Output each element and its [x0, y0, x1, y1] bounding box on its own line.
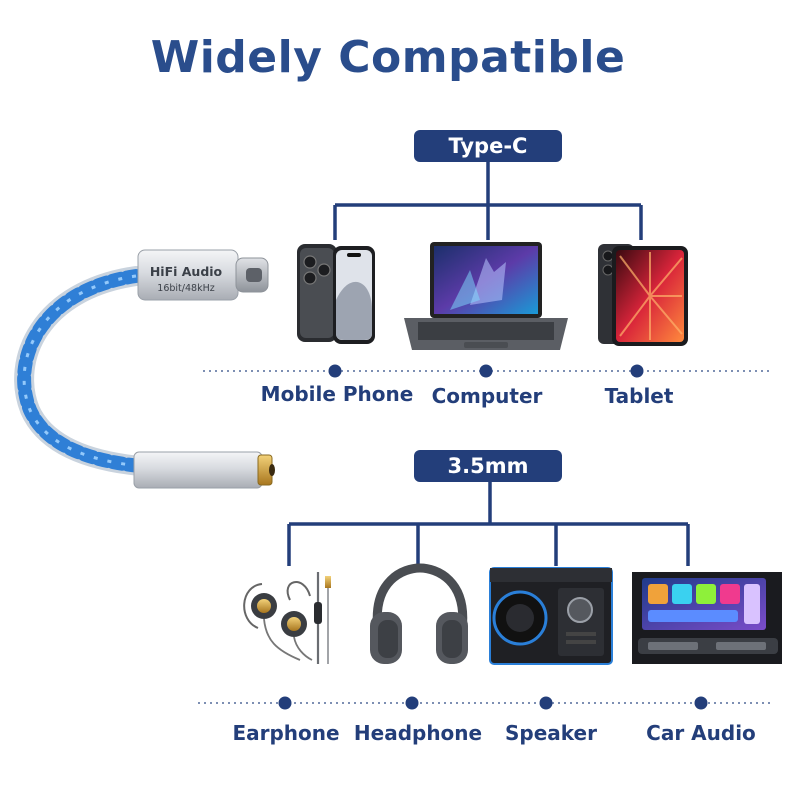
label-speaker: Speaker — [505, 721, 597, 745]
laptop-icon — [404, 242, 568, 350]
tablet-icon — [598, 244, 688, 346]
typec-badge: Type-C — [414, 130, 562, 162]
label-earphone: Earphone — [232, 721, 340, 745]
page-title: Widely Compatible — [150, 32, 626, 83]
adapter-spec-text: 16bit/48kHz — [157, 283, 214, 294]
typec-timeline — [203, 364, 770, 378]
earphone-icon — [243, 572, 331, 664]
jack-connector — [133, 451, 275, 489]
adapter-cable — [14, 266, 150, 476]
headphone-icon — [370, 563, 468, 664]
label-tablet: Tablet — [604, 384, 674, 408]
adapter-brand-text: HiFi Audio — [150, 264, 223, 279]
speaker-icon — [489, 567, 613, 665]
label-headphone: Headphone — [353, 721, 483, 745]
usb-c-connector: HiFi Audio 16bit/48kHz — [137, 249, 269, 301]
jack-timeline — [198, 696, 770, 710]
label-mobile-phone: Mobile Phone — [260, 382, 414, 406]
label-car-audio: Car Audio — [646, 721, 756, 745]
car-audio-icon — [632, 572, 782, 664]
jack-badge: 3.5mm — [414, 450, 562, 482]
typec-connector-tree — [333, 162, 643, 240]
phone-icon — [297, 244, 375, 344]
jack-connector-tree — [287, 482, 690, 566]
label-computer: Computer — [431, 384, 543, 408]
